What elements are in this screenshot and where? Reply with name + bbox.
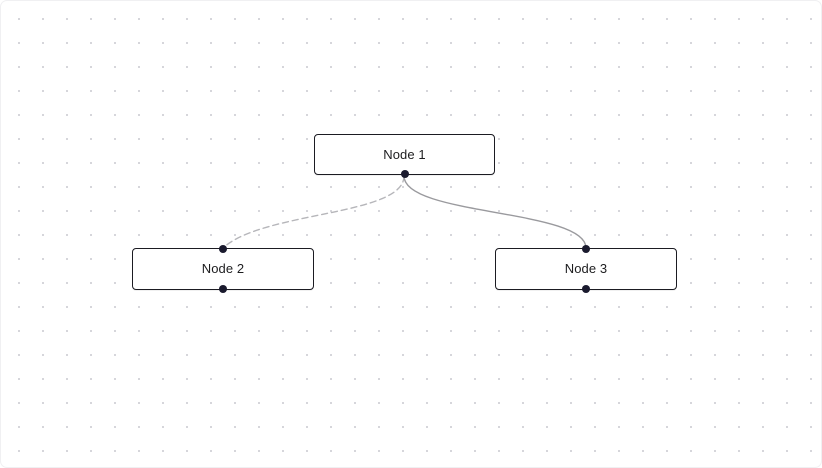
flow-node-node-1[interactable]: Node 1 [314, 134, 495, 178]
handle-top[interactable] [582, 245, 590, 253]
handle-top[interactable] [219, 245, 227, 253]
flow-node-node-3[interactable]: Node 3 [495, 245, 677, 293]
node-label: Node 1 [383, 146, 426, 162]
handle-bottom[interactable] [219, 285, 227, 293]
node-label: Node 3 [564, 261, 608, 276]
edge-node1-node2[interactable] [222, 175, 405, 249]
handle-bottom[interactable] [582, 285, 590, 293]
handle-bottom[interactable] [400, 170, 409, 178]
edge-node1-node3[interactable] [403, 175, 587, 249]
node-label: Node 2 [201, 261, 245, 276]
flow-node-node-2[interactable]: Node 2 [132, 245, 314, 293]
